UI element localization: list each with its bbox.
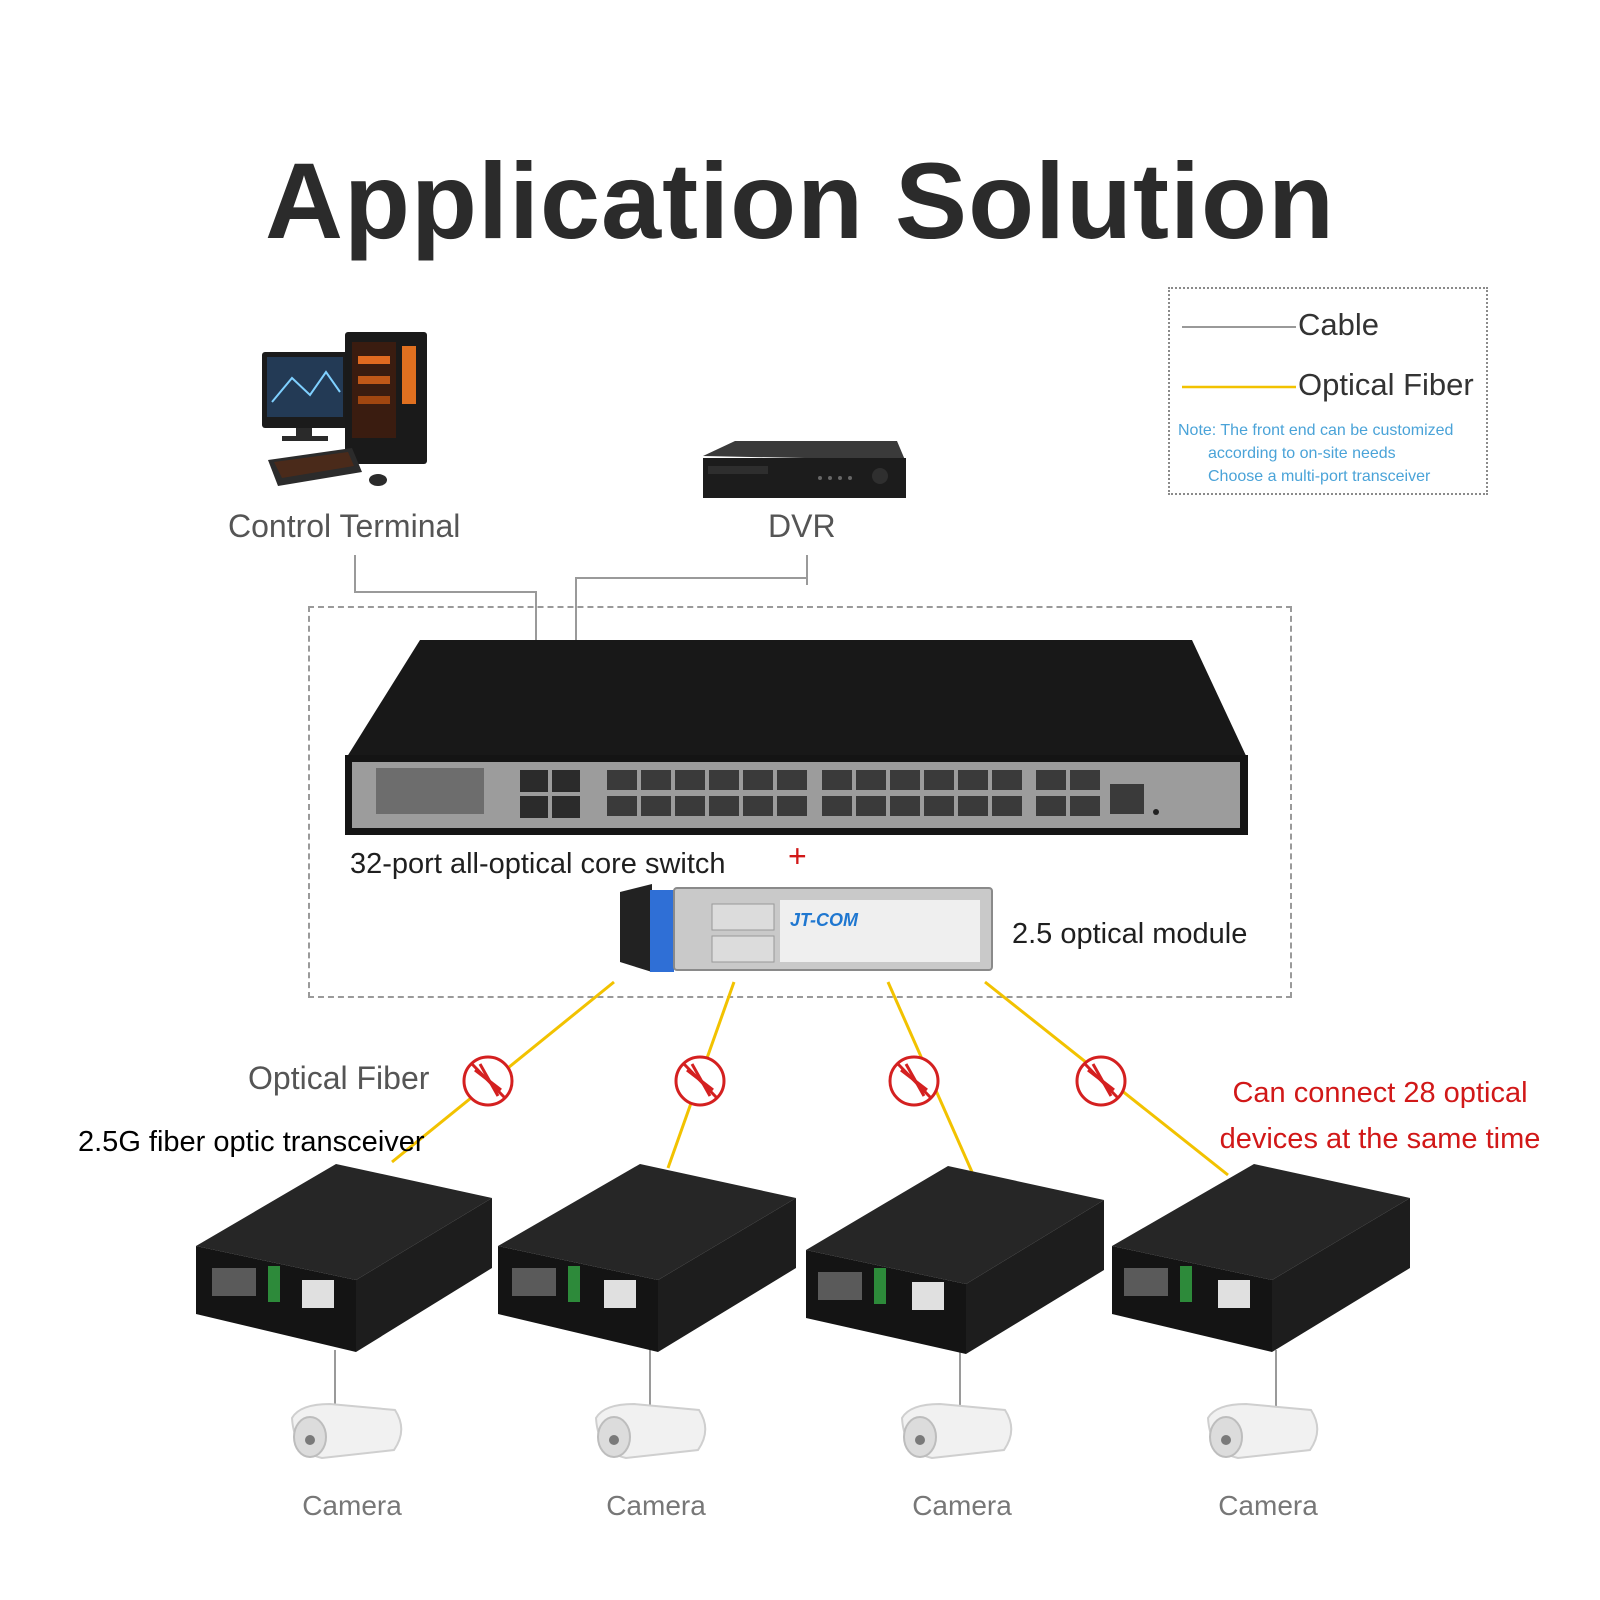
legend-fiber-label: Optical Fiber [1298,367,1474,402]
legend-lines [1182,326,1296,389]
no-interference-icon-4 [1075,1055,1127,1107]
note-line-1: Note: The front end can be customized [1178,422,1454,439]
optical-fiber-label: Optical Fiber [248,1060,430,1096]
transceiver-icon-2 [498,1164,796,1352]
no-interference-icon-2 [674,1055,726,1107]
transceiver-icon-4 [1112,1164,1410,1352]
no-interference-icons [462,1055,1127,1107]
sfp-ports [607,770,1144,816]
note-line-3: Choose a multi-port transceiver [1208,468,1431,485]
legend-note: Note: The front end can be customized ac… [1178,419,1453,488]
camera-icon-2 [594,1402,707,1460]
no-interference-icon-3 [888,1055,940,1107]
core-switch-icon [345,640,1248,835]
camera-label-1: Camera [302,1490,402,1521]
module-brand-text: JT-COM [790,910,859,930]
camera-icon-3 [900,1402,1013,1460]
switch-label: 32-port all-optical core switch [350,848,726,880]
transceiver-icon-1 [196,1164,492,1352]
camera-icon-1 [290,1402,403,1460]
page-title: Application Solution [265,140,1335,261]
dvr-icon [703,441,906,498]
capacity-note: Can connect 28 optical devices at the sa… [1200,1070,1560,1162]
camera-label-2: Camera [606,1490,706,1521]
transceiver-icon-3 [806,1166,1104,1354]
control-terminal-label: Control Terminal [228,508,461,544]
no-interference-icon-1 [462,1055,514,1107]
capacity-line-1: Can connect 28 optical [1232,1077,1528,1109]
plus-sign: + [788,838,807,874]
camera-icon-4 [1206,1402,1319,1460]
control-terminal-icon [262,332,427,486]
core-switch-group [308,606,1292,998]
legend-box: Cable Optical Fiber Note: The front end … [1168,287,1488,495]
optical-module-icon [620,884,993,972]
optical-module-label: 2.5 optical module [1012,918,1248,950]
capacity-line-2: devices at the same time [1219,1123,1541,1155]
transceiver-label: 2.5G fiber optic transceiver [78,1126,425,1158]
dvr-label: DVR [768,508,836,544]
camera-cables [334,1350,1277,1415]
camera-label-3: Camera [912,1490,1012,1521]
note-line-2: according to on-site needs [1208,445,1396,462]
legend-cable-label: Cable [1298,307,1379,342]
camera-label-4: Camera [1218,1490,1318,1521]
